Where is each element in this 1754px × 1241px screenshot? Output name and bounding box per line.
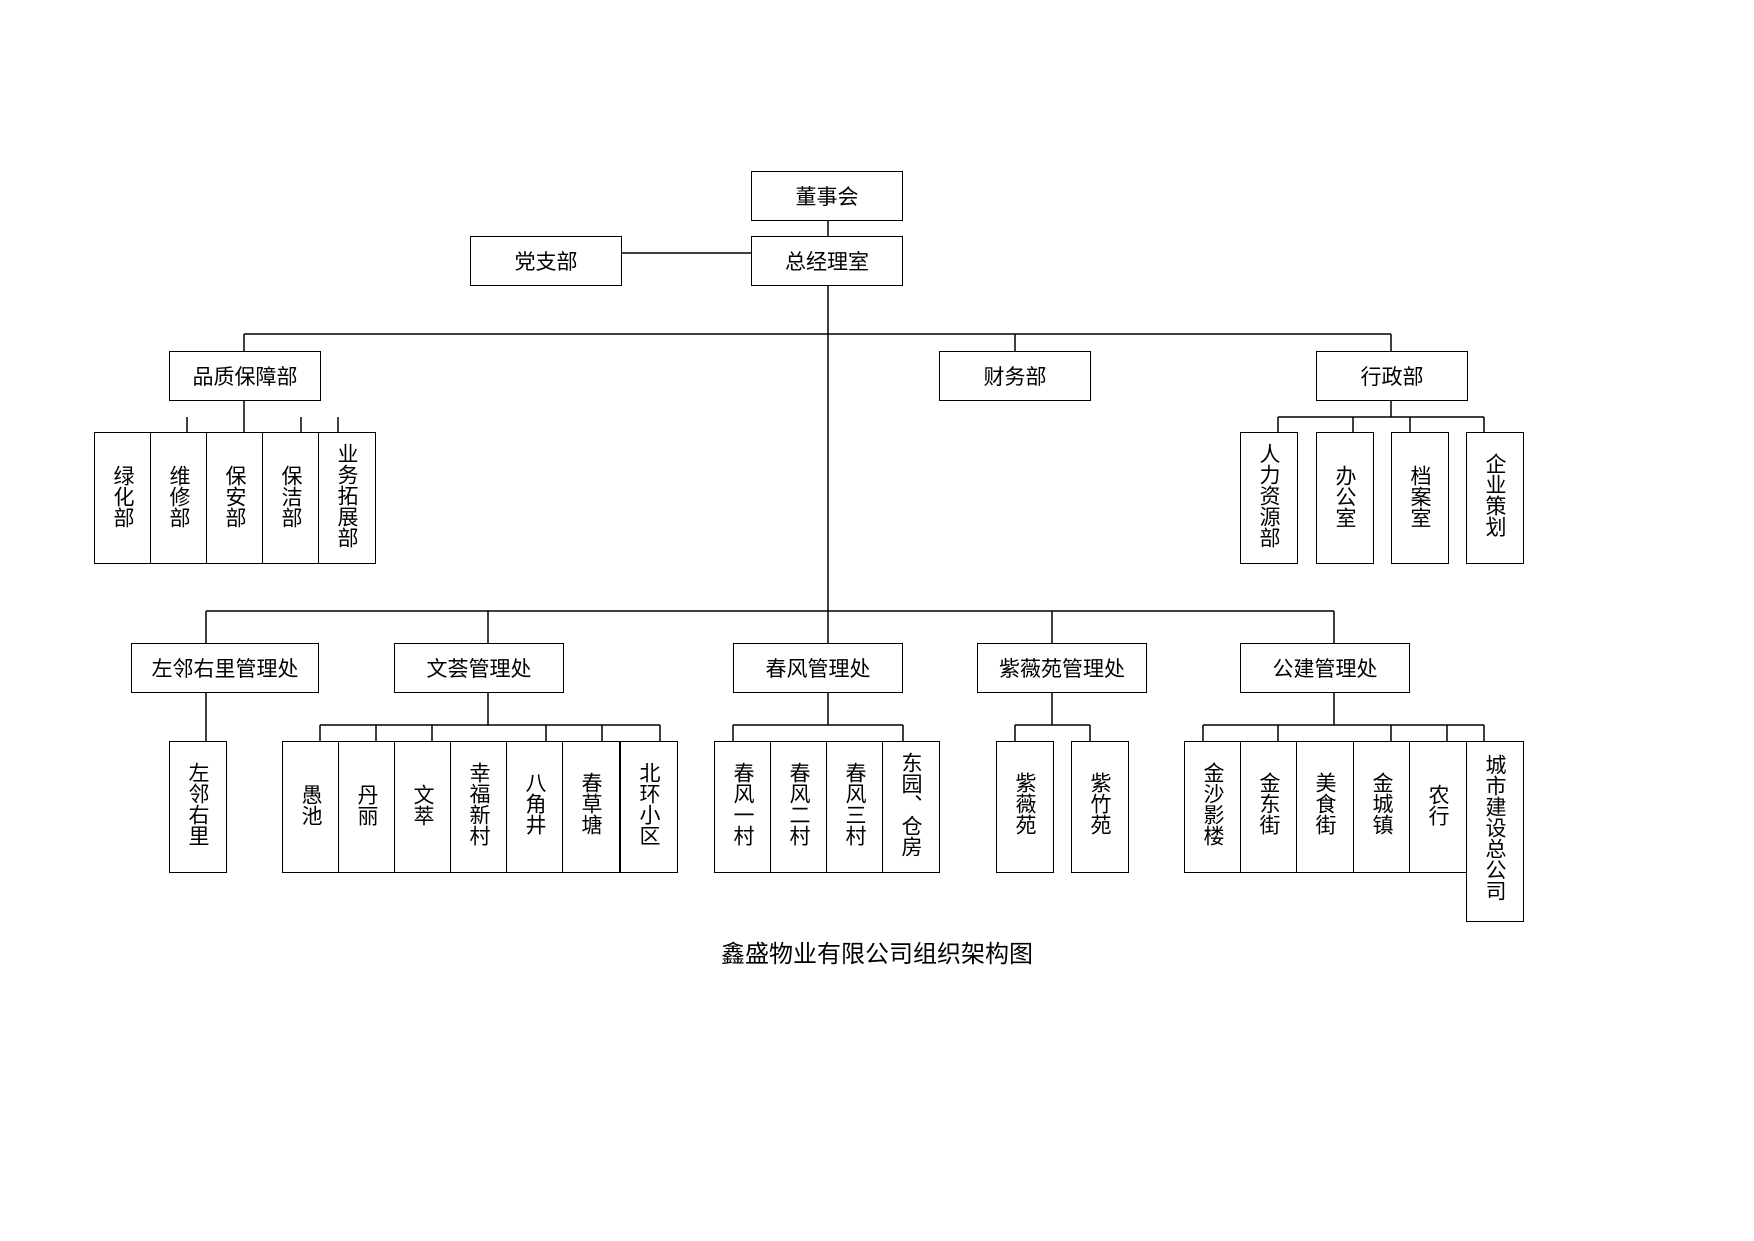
quality-unit-label: 保洁部 [279,465,303,528]
quality-unit-label: 绿化部 [111,465,135,528]
site-box: 东园、仓房 [882,741,940,873]
office-label: 左邻右里管理处 [151,657,299,681]
office-label: 文荟管理处 [426,657,532,681]
site-box: 春风一村 [714,741,772,873]
board-label: 董事会 [795,185,859,209]
site-box: 丹丽 [338,741,396,873]
site-label: 金东街 [1257,772,1281,835]
site-box: 幸福新村 [450,741,508,873]
site-label: 金城镇 [1370,772,1394,835]
site-label: 文萃 [411,784,435,826]
admin-dept-label: 行政部 [1360,365,1424,389]
admin-unit-label: 办公室 [1333,465,1357,528]
site-box: 紫竹苑 [1071,741,1129,873]
quality-unit-box: 保洁部 [262,432,320,564]
site-box: 八角井 [506,741,564,873]
site-box: 紫薇苑 [996,741,1054,873]
site-box: 美食街 [1296,741,1354,873]
quality-dept-box: 品质保障部 [169,351,321,401]
admin-unit-box: 企业策划 [1466,432,1524,564]
admin-unit-label: 档案室 [1408,465,1432,528]
office-box: 春风管理处 [733,643,903,693]
quality-unit-box: 维修部 [150,432,208,564]
quality-unit-label: 业务拓展部 [335,443,359,548]
office-box: 紫薇苑管理处 [977,643,1147,693]
finance-dept-label: 财务部 [983,365,1047,389]
site-label: 八角井 [523,772,547,835]
site-label: 丹丽 [355,784,379,826]
quality-unit-box: 绿化部 [94,432,152,564]
site-label: 紫竹苑 [1088,772,1112,835]
admin-unit-box: 人力资源部 [1240,432,1298,564]
admin-unit-box: 办公室 [1316,432,1374,564]
site-label: 美食街 [1313,772,1337,835]
office-label: 紫薇苑管理处 [999,657,1125,681]
quality-unit-label: 保安部 [223,465,247,528]
site-box: 春风三村 [826,741,884,873]
office-label: 春风管理处 [765,657,871,681]
site-label: 金沙影楼 [1201,762,1225,846]
party-branch-label: 党支部 [514,250,578,274]
site-box: 城市建设总公司 [1466,741,1524,922]
site-box: 文萃 [394,741,452,873]
admin-dept-box: 行政部 [1316,351,1468,401]
admin-unit-label: 企业策划 [1483,453,1507,537]
quality-unit-box: 保安部 [206,432,264,564]
site-label: 紫薇苑 [1013,772,1037,835]
site-label: 幸福新村 [467,762,491,846]
site-label: 春风一村 [731,762,755,846]
site-label: 东园、仓房 [899,752,923,857]
site-label: 春风二村 [787,762,811,846]
site-label: 左邻右里 [186,762,210,846]
site-label: 城市建设总公司 [1483,754,1507,901]
board-box: 董事会 [751,171,903,221]
site-box: 金东街 [1240,741,1298,873]
site-label: 春草塘 [579,772,603,835]
admin-unit-label: 人力资源部 [1257,443,1281,548]
office-box: 文荟管理处 [394,643,564,693]
site-box: 愚池 [282,741,340,873]
gm-office-box: 总经理室 [751,236,903,286]
site-box: 农行 [1409,741,1467,873]
site-box: 春风二村 [770,741,828,873]
site-label: 农行 [1426,784,1450,826]
site-label: 春风三村 [843,762,867,846]
party-branch-box: 党支部 [470,236,622,286]
finance-dept-box: 财务部 [939,351,1091,401]
site-box: 北环小区 [620,741,678,873]
gm-office-label: 总经理室 [785,250,869,274]
quality-unit-label: 维修部 [167,465,191,528]
office-box: 左邻右里管理处 [131,643,319,693]
site-box: 左邻右里 [169,741,227,873]
office-box: 公建管理处 [1240,643,1410,693]
office-label: 公建管理处 [1272,657,1378,681]
site-box: 金沙影楼 [1184,741,1242,873]
site-label: 北环小区 [637,762,661,846]
site-box: 金城镇 [1353,741,1411,873]
site-label: 愚池 [299,784,323,826]
quality-unit-box: 业务拓展部 [318,432,376,564]
admin-unit-box: 档案室 [1391,432,1449,564]
diagram-caption: 鑫盛物业有限公司组织架构图 [721,940,1033,968]
quality-dept-label: 品质保障部 [192,365,298,389]
site-box: 春草塘 [562,741,620,873]
